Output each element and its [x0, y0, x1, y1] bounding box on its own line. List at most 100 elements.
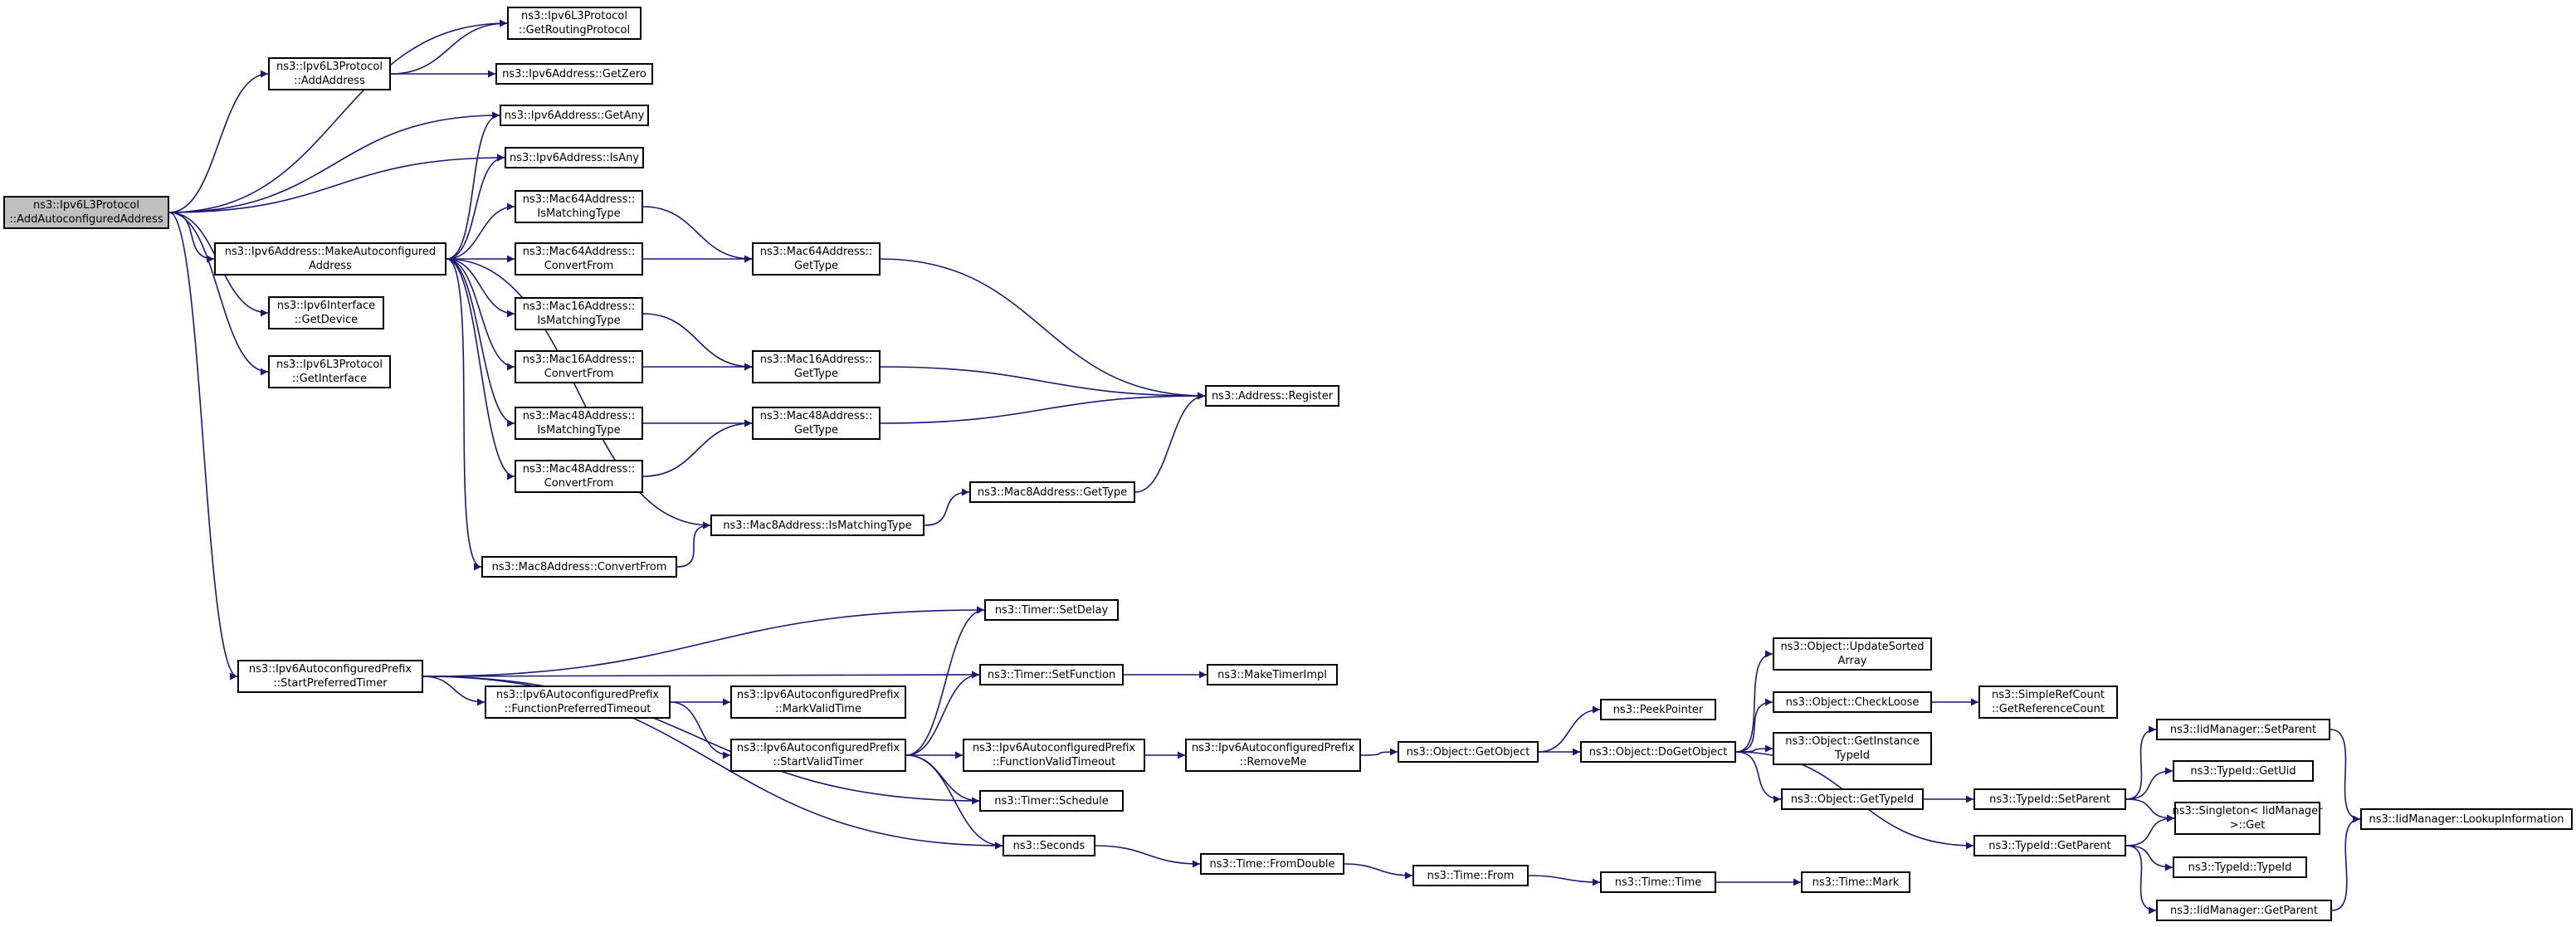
edge-mac48-gettype-to-address-register — [880, 392, 1206, 424]
node-typeid-getuid[interactable]: ns3::TypeId::GetUid — [2173, 760, 2314, 782]
node-label: ns3::Ipv6AutoconfiguredPrefix — [736, 742, 900, 754]
node-label: ns3::Timer::Schedule — [994, 794, 1109, 807]
node-ipv6addr-getany[interactable]: ns3::Ipv6Address::GetAny — [500, 105, 649, 126]
node-label: ns3::TypeId::SetParent — [1989, 793, 2110, 806]
edge-ipv6addr-makeautoconfigured-to-mac8-ismatchingtype — [446, 258, 711, 529]
node-typeid-getparent[interactable]: ns3::TypeId::GetParent — [1973, 835, 2126, 856]
edge-object-dogetobject-to-object-gettypeid — [1735, 751, 1782, 803]
node-time-fromdouble[interactable]: ns3::Time::FromDouble — [1200, 853, 1344, 875]
node-label: ns3::Time::From — [1427, 869, 1515, 882]
node-label: ::FunctionValidTimeout — [992, 756, 1116, 768]
node-mac16-ismatchingtype[interactable]: ns3::Mac16Address::IsMatchingType — [515, 297, 643, 330]
node-label: ns3::Mac8Address::ConvertFrom — [491, 560, 667, 573]
node-label: ::GetRoutingProtocol — [518, 24, 631, 37]
node-address-register[interactable]: ns3::Address::Register — [1205, 385, 1339, 407]
node-typeid-typeid[interactable]: ns3::TypeId::TypeId — [2173, 856, 2307, 878]
node-mac8-gettype[interactable]: ns3::Mac8Address::GetType — [969, 481, 1135, 503]
node-ipv6addr-getzero[interactable]: ns3::Ipv6Address::GetZero — [495, 63, 653, 85]
node-label: ns3::Ipv6L3Protocol — [276, 359, 383, 371]
node-l3-getinterface[interactable]: ns3::Ipv6L3Protocol::GetInterface — [268, 355, 391, 388]
node-mac16-gettype[interactable]: ns3::Mac16Address::GetType — [752, 350, 881, 383]
node-label: ns3::Ipv6Address::MakeAutoconfigured — [224, 246, 437, 258]
node-timer-setdelay[interactable]: ns3::Timer::SetDelay — [984, 599, 1119, 621]
node-label: Array — [1837, 655, 1867, 667]
node-object-checkloose[interactable]: ns3::Object::CheckLoose — [1773, 691, 1932, 713]
node-object-dogetobject[interactable]: ns3::Object::DoGetObject — [1580, 741, 1736, 763]
node-object-gettypeid[interactable]: ns3::Object::GetTypeId — [1781, 788, 1924, 810]
node-mac48-convertfrom[interactable]: ns3::Mac48Address::ConvertFrom — [515, 460, 643, 493]
node-ipv6addr-isany[interactable]: ns3::Ipv6Address::IsAny — [505, 147, 644, 168]
node-root: ns3::Ipv6L3Protocol::AddAutoconfiguredAd… — [3, 196, 169, 229]
node-iidmanager-setparent[interactable]: ns3::IidManager::SetParent — [2156, 719, 2330, 740]
edge-seconds-to-time-fromdouble — [1095, 845, 1201, 868]
node-label: ns3::Ipv6AutoconfiguredPrefix — [1191, 742, 1355, 754]
edge-root-to-ipv6addr-getany — [168, 111, 500, 213]
node-label: ConvertFrom — [544, 368, 614, 380]
node-typeid-setparent[interactable]: ns3::TypeId::SetParent — [1973, 788, 2126, 810]
node-label: ::GetDevice — [294, 314, 359, 326]
node-label: ns3::Mac48Address:: — [522, 463, 636, 476]
edge-prefix-startvalidtimer-to-timer-setdelay — [905, 606, 985, 756]
node-ipv6interface-getdevice[interactable]: ns3::Ipv6Interface::GetDevice — [268, 296, 384, 329]
node-prefix-removeme[interactable]: ns3::Ipv6AutoconfiguredPrefix::RemoveMe — [1185, 739, 1361, 772]
node-iidmanager-lookupinformation[interactable]: ns3::IidManager::LookupInformation — [2360, 808, 2573, 830]
node-singleton-get[interactable]: ns3::Singleton< IidManager >::Get — [2173, 802, 2323, 835]
node-object-getobject[interactable]: ns3::Object::GetObject — [1398, 741, 1539, 763]
node-label: ns3::Object::CheckLoose — [1785, 695, 1920, 709]
node-label: IsMatchingType — [537, 424, 621, 437]
node-seconds[interactable]: ns3::Seconds — [1003, 835, 1095, 856]
node-label: ns3::Ipv6L3Protocol — [521, 10, 627, 22]
edge-time-from-to-time-time — [1528, 875, 1601, 886]
node-mac64-ismatchingtype[interactable]: ns3::Mac64Address::IsMatchingType — [515, 190, 643, 223]
node-label: Address — [309, 260, 352, 272]
node-mac64-gettype[interactable]: ns3::Mac64Address::GetType — [752, 242, 881, 276]
node-label: GetType — [793, 368, 839, 380]
node-maketimerimpl[interactable]: ns3::MakeTimerImpl — [1207, 664, 1338, 685]
edge-l3-addaddress-to-l3-getroutingprotocol — [390, 19, 508, 75]
node-time-time[interactable]: ns3::Time::Time — [1600, 871, 1716, 893]
edge-mac64-gettype-to-address-register — [880, 258, 1206, 400]
node-l3-addaddress[interactable]: ns3::Ipv6L3Protocol::AddAddress — [268, 57, 391, 90]
node-mac8-ismatchingtype[interactable]: ns3::Mac8Address::IsMatchingType — [710, 515, 925, 536]
node-label: ns3::Time::Mark — [1812, 876, 1900, 889]
node-peekpointer[interactable]: ns3::PeekPointer — [1600, 699, 1716, 720]
node-mac8-convertfrom[interactable]: ns3::Mac8Address::ConvertFrom — [481, 556, 677, 578]
node-label: ::RemoveMe — [1239, 756, 1307, 768]
node-mac48-gettype[interactable]: ns3::Mac48Address::GetType — [752, 407, 881, 440]
edge-object-getobject-to-peekpointer — [1538, 705, 1601, 753]
node-label: ns3::Ipv6AutoconfiguredPrefix — [972, 742, 1136, 754]
node-label: ns3::Ipv6AutoconfiguredPrefix — [248, 663, 412, 676]
edge-ipv6addr-makeautoconfigured-to-mac8-convertfrom — [446, 258, 482, 571]
node-label: ns3::PeekPointer — [1612, 703, 1704, 716]
edge-typeid-getparent-to-typeid-typeid — [2125, 845, 2174, 871]
edge-mac8-gettype-to-address-register — [1134, 392, 1206, 493]
node-timer-setfunction[interactable]: ns3::Timer::SetFunction — [979, 664, 1124, 685]
node-simplerefcount-getreferencecount[interactable]: ns3::SimpleRefCount::GetReferenceCount — [1978, 685, 2118, 719]
node-time-mark[interactable]: ns3::Time::Mark — [1801, 871, 1910, 893]
node-prefix-startvalidtimer[interactable]: ns3::Ipv6AutoconfiguredPrefix::StartVali… — [730, 739, 906, 772]
edge-typeid-getparent-to-singleton-get — [2125, 814, 2175, 846]
edge-prefix-functionpreferredtimeout-to-prefix-startvalidtimer — [670, 701, 731, 759]
node-mac64-convertfrom[interactable]: ns3::Mac64Address::ConvertFrom — [515, 242, 643, 276]
node-prefix-functionvalidtimeout[interactable]: ns3::Ipv6AutoconfiguredPrefix::FunctionV… — [963, 739, 1145, 772]
node-prefix-startpreferredtimer[interactable]: ns3::Ipv6AutoconfiguredPrefix::StartPref… — [237, 660, 423, 693]
node-prefix-functionpreferredtimeout[interactable]: ns3::Ipv6AutoconfiguredPrefix::FunctionP… — [485, 685, 671, 719]
node-iidmanager-getparent[interactable]: ns3::IidManager::GetParent — [2156, 900, 2332, 921]
node-l3-getroutingprotocol[interactable]: ns3::Ipv6L3Protocol::GetRoutingProtocol — [507, 7, 642, 40]
edge-prefix-startvalidtimer-to-timer-setfunction — [905, 671, 980, 756]
node-label: ns3::IidManager::SetParent — [2169, 723, 2317, 736]
node-prefix-markvalidtime[interactable]: ns3::Ipv6AutoconfiguredPrefix::MarkValid… — [730, 685, 906, 719]
node-timer-schedule[interactable]: ns3::Timer::Schedule — [979, 790, 1124, 812]
node-label: ns3::Timer::SetFunction — [987, 668, 1116, 681]
node-label: ns3::Ipv6Address::GetZero — [502, 67, 646, 81]
edge-ipv6addr-makeautoconfigured-to-mac64-ismatchingtype — [446, 202, 515, 260]
node-label: ns3::Object::UpdateSorted — [1780, 641, 1925, 653]
node-label: ::StartValidTimer — [773, 756, 864, 768]
node-mac16-convertfrom[interactable]: ns3::Mac16Address::ConvertFrom — [515, 350, 643, 383]
node-label: ns3::Ipv6AutoconfiguredPrefix — [495, 689, 660, 701]
node-mac48-ismatchingtype[interactable]: ns3::Mac48Address::IsMatchingType — [515, 407, 643, 440]
node-time-from[interactable]: ns3::Time::From — [1412, 865, 1529, 886]
